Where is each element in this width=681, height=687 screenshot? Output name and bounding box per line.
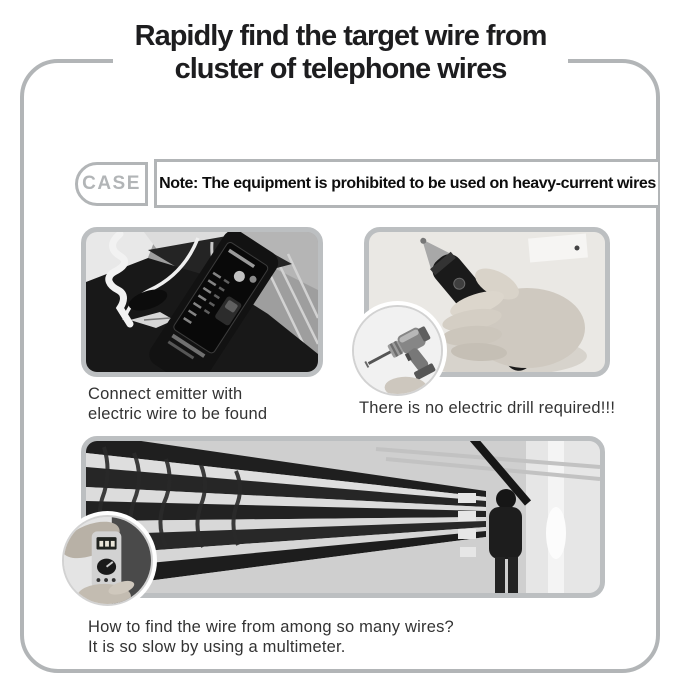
probe-photo-illustration xyxy=(369,232,605,372)
caption-probe: There is no electric drill required!!! xyxy=(359,398,615,418)
drill-inset-photo xyxy=(352,305,443,396)
photo-emitter-connection xyxy=(81,227,323,377)
caption-rack-line1: How to find the wire from among so many … xyxy=(88,618,454,636)
multimeter-device xyxy=(91,531,122,589)
caption-emitter-line2: electric wire to be found xyxy=(88,405,268,423)
multimeter-inset-photo xyxy=(62,515,153,606)
distribution-frame-rows xyxy=(86,441,486,593)
holding-hand xyxy=(442,268,585,368)
caption-emitter: Connect emitter with electric wire to be… xyxy=(88,384,267,424)
emitter-photo-illustration xyxy=(86,232,318,372)
coiled-cord xyxy=(105,232,134,328)
drill-illustration xyxy=(354,307,441,394)
case-badge-label: CASE xyxy=(82,173,141,194)
photo-wire-rack-room xyxy=(81,436,605,598)
note-text: Note: The equipment is prohibited to be … xyxy=(159,174,656,192)
caption-probe-text: There is no electric drill required!!! xyxy=(359,399,616,417)
caption-rack: How to find the wire from among so many … xyxy=(88,617,454,657)
page-title-line2: cluster of telephone wires xyxy=(174,53,508,85)
drop-cable xyxy=(469,441,532,506)
page-title-line1: Rapidly find the target wire from xyxy=(134,20,548,52)
case-badge: CASE xyxy=(75,162,148,206)
multimeter-illustration xyxy=(64,517,151,604)
photo-probe-hand xyxy=(364,227,610,377)
caption-rack-line2: It is so slow by using a multimeter. xyxy=(88,638,346,656)
technician-figure xyxy=(489,489,522,593)
rack-photo-illustration xyxy=(86,441,600,593)
emitter-device xyxy=(149,232,279,372)
note-box: Note: The equipment is prohibited to be … xyxy=(154,159,658,208)
caption-emitter-line1: Connect emitter with xyxy=(88,385,243,403)
